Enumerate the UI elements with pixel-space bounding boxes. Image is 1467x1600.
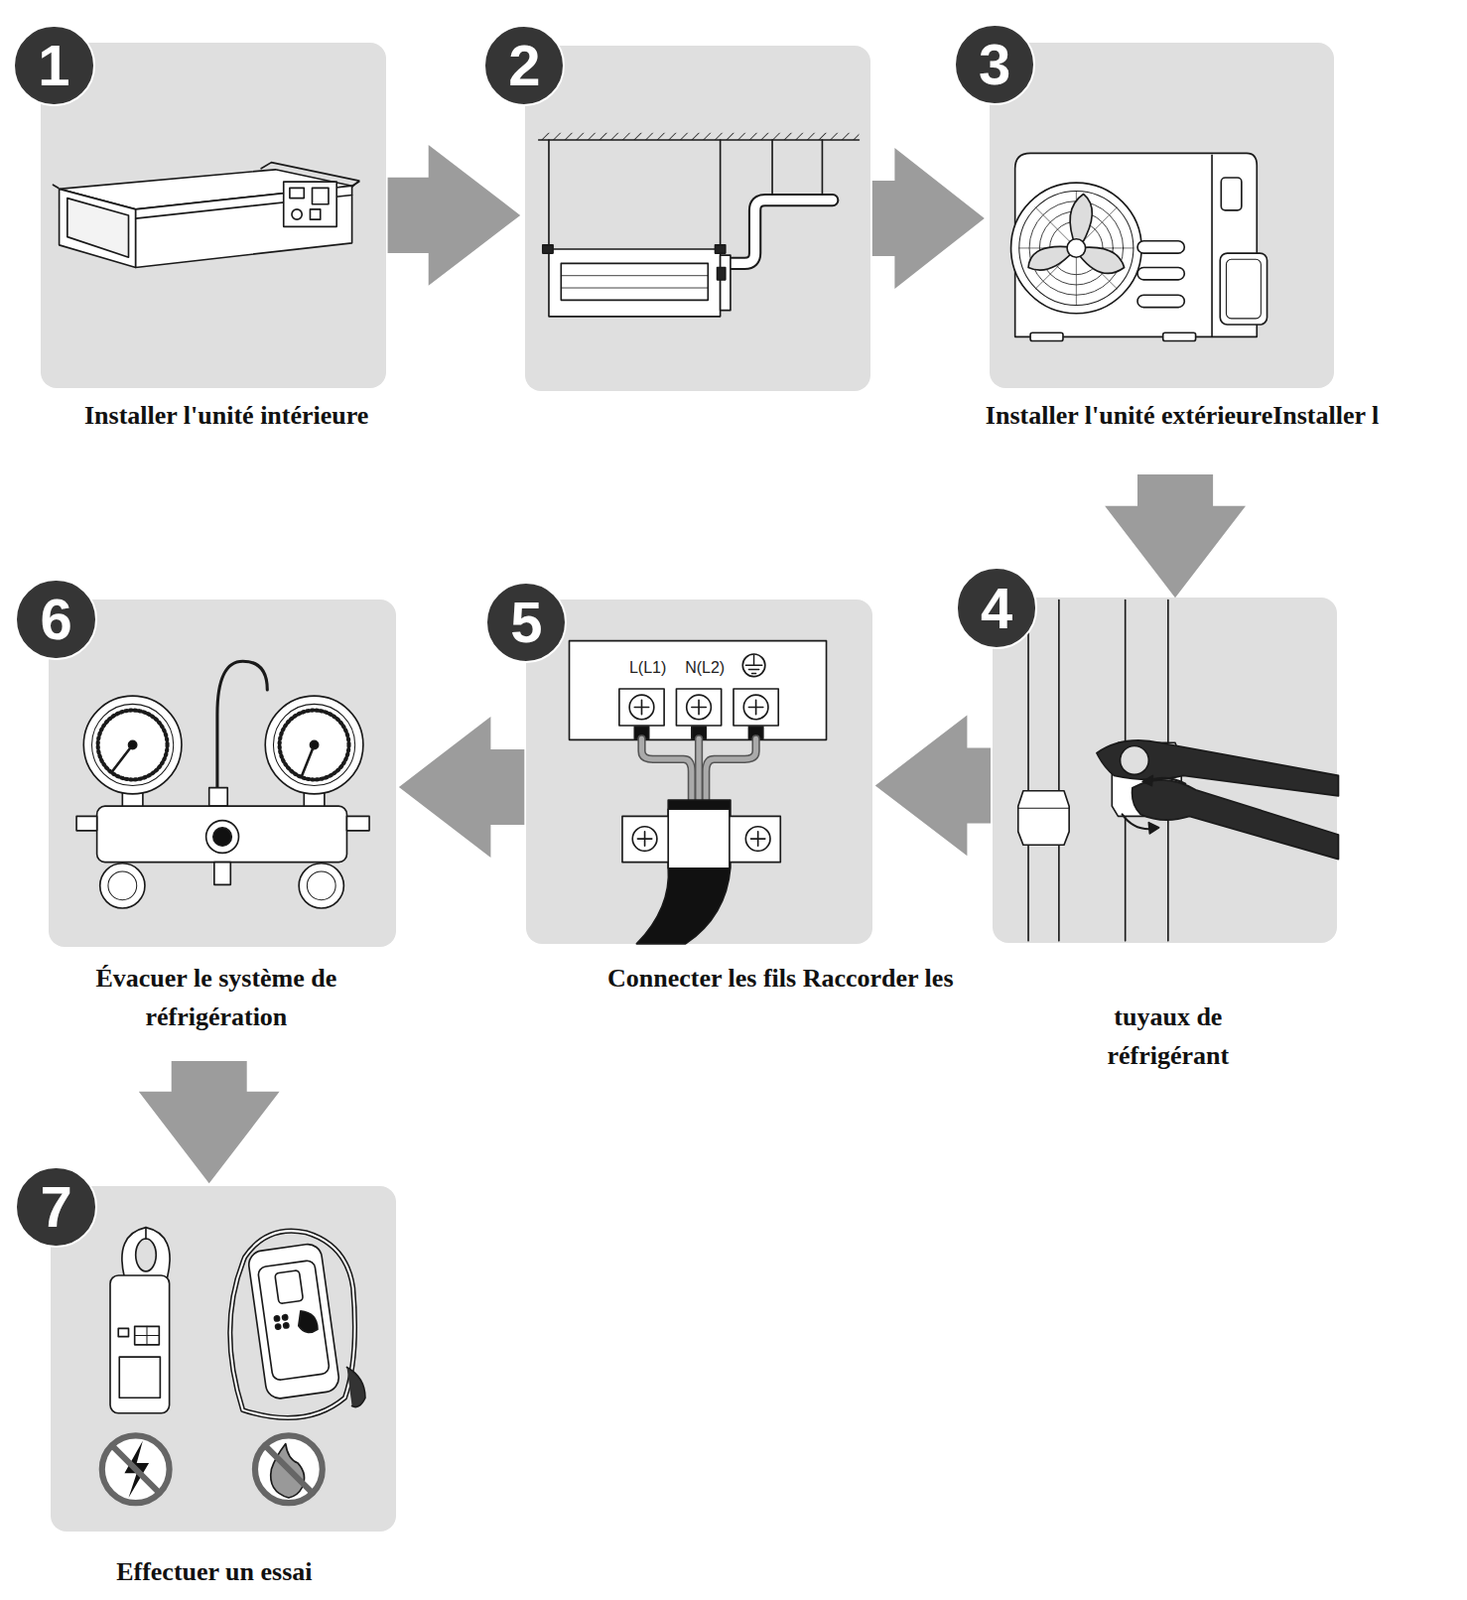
flow-arrow: [399, 716, 525, 858]
terminal-label: L(L1): [612, 659, 684, 677]
flow-arrow: [875, 715, 991, 857]
step-number: 5: [485, 581, 567, 664]
step-caption: Connecter les fils Raccorder les: [540, 958, 1021, 998]
step-number: 3: [953, 23, 1036, 106]
step-panel: 5Connecter les fils Raccorder les: [526, 599, 872, 943]
step-caption: tuyaux de réfrigérant: [1066, 997, 1271, 1075]
step-caption: Effectuer un essai: [9, 1552, 418, 1592]
step-number: 6: [14, 578, 97, 661]
flow-arrow: [1104, 474, 1246, 598]
step-caption: Installer l'unité intérieure: [11, 396, 441, 435]
terminal-label: N(L2): [668, 659, 741, 677]
flow-arrow: [388, 144, 522, 286]
flow-arrow: [872, 147, 985, 289]
step-caption: Évacuer le système de réfrigération: [52, 958, 380, 1037]
step-number: 7: [14, 1166, 97, 1248]
step-panel: 1Installer l'unité intérieure: [40, 42, 386, 388]
step-caption: Installer l'unité extérieureInstaller l: [985, 396, 1467, 435]
step-number: 2: [483, 24, 565, 107]
step-panel: 4tuyaux de réfrigérant: [992, 597, 1337, 942]
step-panel: 2: [525, 45, 870, 391]
step-panel: 3Installer l'unité extérieureInstaller l: [989, 42, 1334, 388]
step-panel: 6Évacuer le système de réfrigération: [48, 599, 396, 946]
step-number: 4: [955, 566, 1038, 649]
step-number: 1: [12, 24, 95, 107]
step-panel: 7Effectuer un essai: [50, 1186, 396, 1531]
flow-arrow: [138, 1061, 280, 1184]
